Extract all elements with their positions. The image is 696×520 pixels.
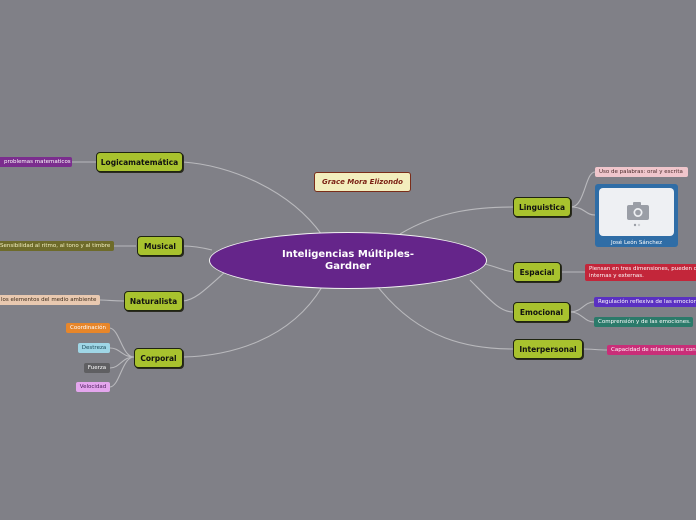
branch-interpersonal[interactable]: Interpersonal [513,339,583,359]
camera-icon [627,202,649,227]
leaf-espacial[interactable]: Piensan en tres dimensiones, pueden crea… [585,264,696,281]
branch-musical[interactable]: Musical [137,236,183,256]
leaf-espacial-line2: internas y externas. [589,273,644,279]
leaf-musical[interactable]: Sensibilidad al ritmo, al tono y al timb… [0,241,114,251]
leaf-fuerza[interactable]: Fuerza [84,363,110,373]
leaf-espacial-line1: Piensan en tres dimensiones, pueden crea… [589,266,696,272]
leaf-emocional-2[interactable]: Comprensión y de las emociones. [594,317,693,327]
leaf-linguistica[interactable]: Uso de palabras: oral y escrita [595,167,688,177]
leaf-naturalista[interactable]: los elementos del medio ambiente [0,295,100,305]
photo-topic[interactable]: José León Sánchez [595,184,678,247]
leaf-logica[interactable]: problemas matematicos [0,157,72,167]
central-title-line1: Inteligencias Múltiples- [281,248,415,260]
central-title-line2: Gardner [325,260,371,272]
central-topic[interactable]: Inteligencias Múltiples- Gardner [209,232,487,289]
leaf-interpersonal[interactable]: Capacidad de relacionarse con los demás [607,345,696,355]
photo-frame [599,188,674,236]
leaf-emocional-1[interactable]: Regulación reflexiva de las emociones. [594,297,696,307]
branch-espacial[interactable]: Espacial [513,262,561,282]
branch-linguistica[interactable]: Linguistica [513,197,571,217]
leaf-velocidad[interactable]: Velocidad [76,382,110,392]
author-topic[interactable]: Grace Mora Elizondo [314,172,411,192]
leaf-destreza[interactable]: Destreza [78,343,110,353]
photo-caption: José León Sánchez [610,240,663,246]
leaf-coordinacion[interactable]: Coordinación [66,323,110,333]
branch-logicamatematica[interactable]: Logicamatemática [96,152,183,172]
branch-corporal[interactable]: Corporal [134,348,183,368]
branch-emocional[interactable]: Emocional [513,302,570,322]
branch-naturalista[interactable]: Naturalista [124,291,183,311]
